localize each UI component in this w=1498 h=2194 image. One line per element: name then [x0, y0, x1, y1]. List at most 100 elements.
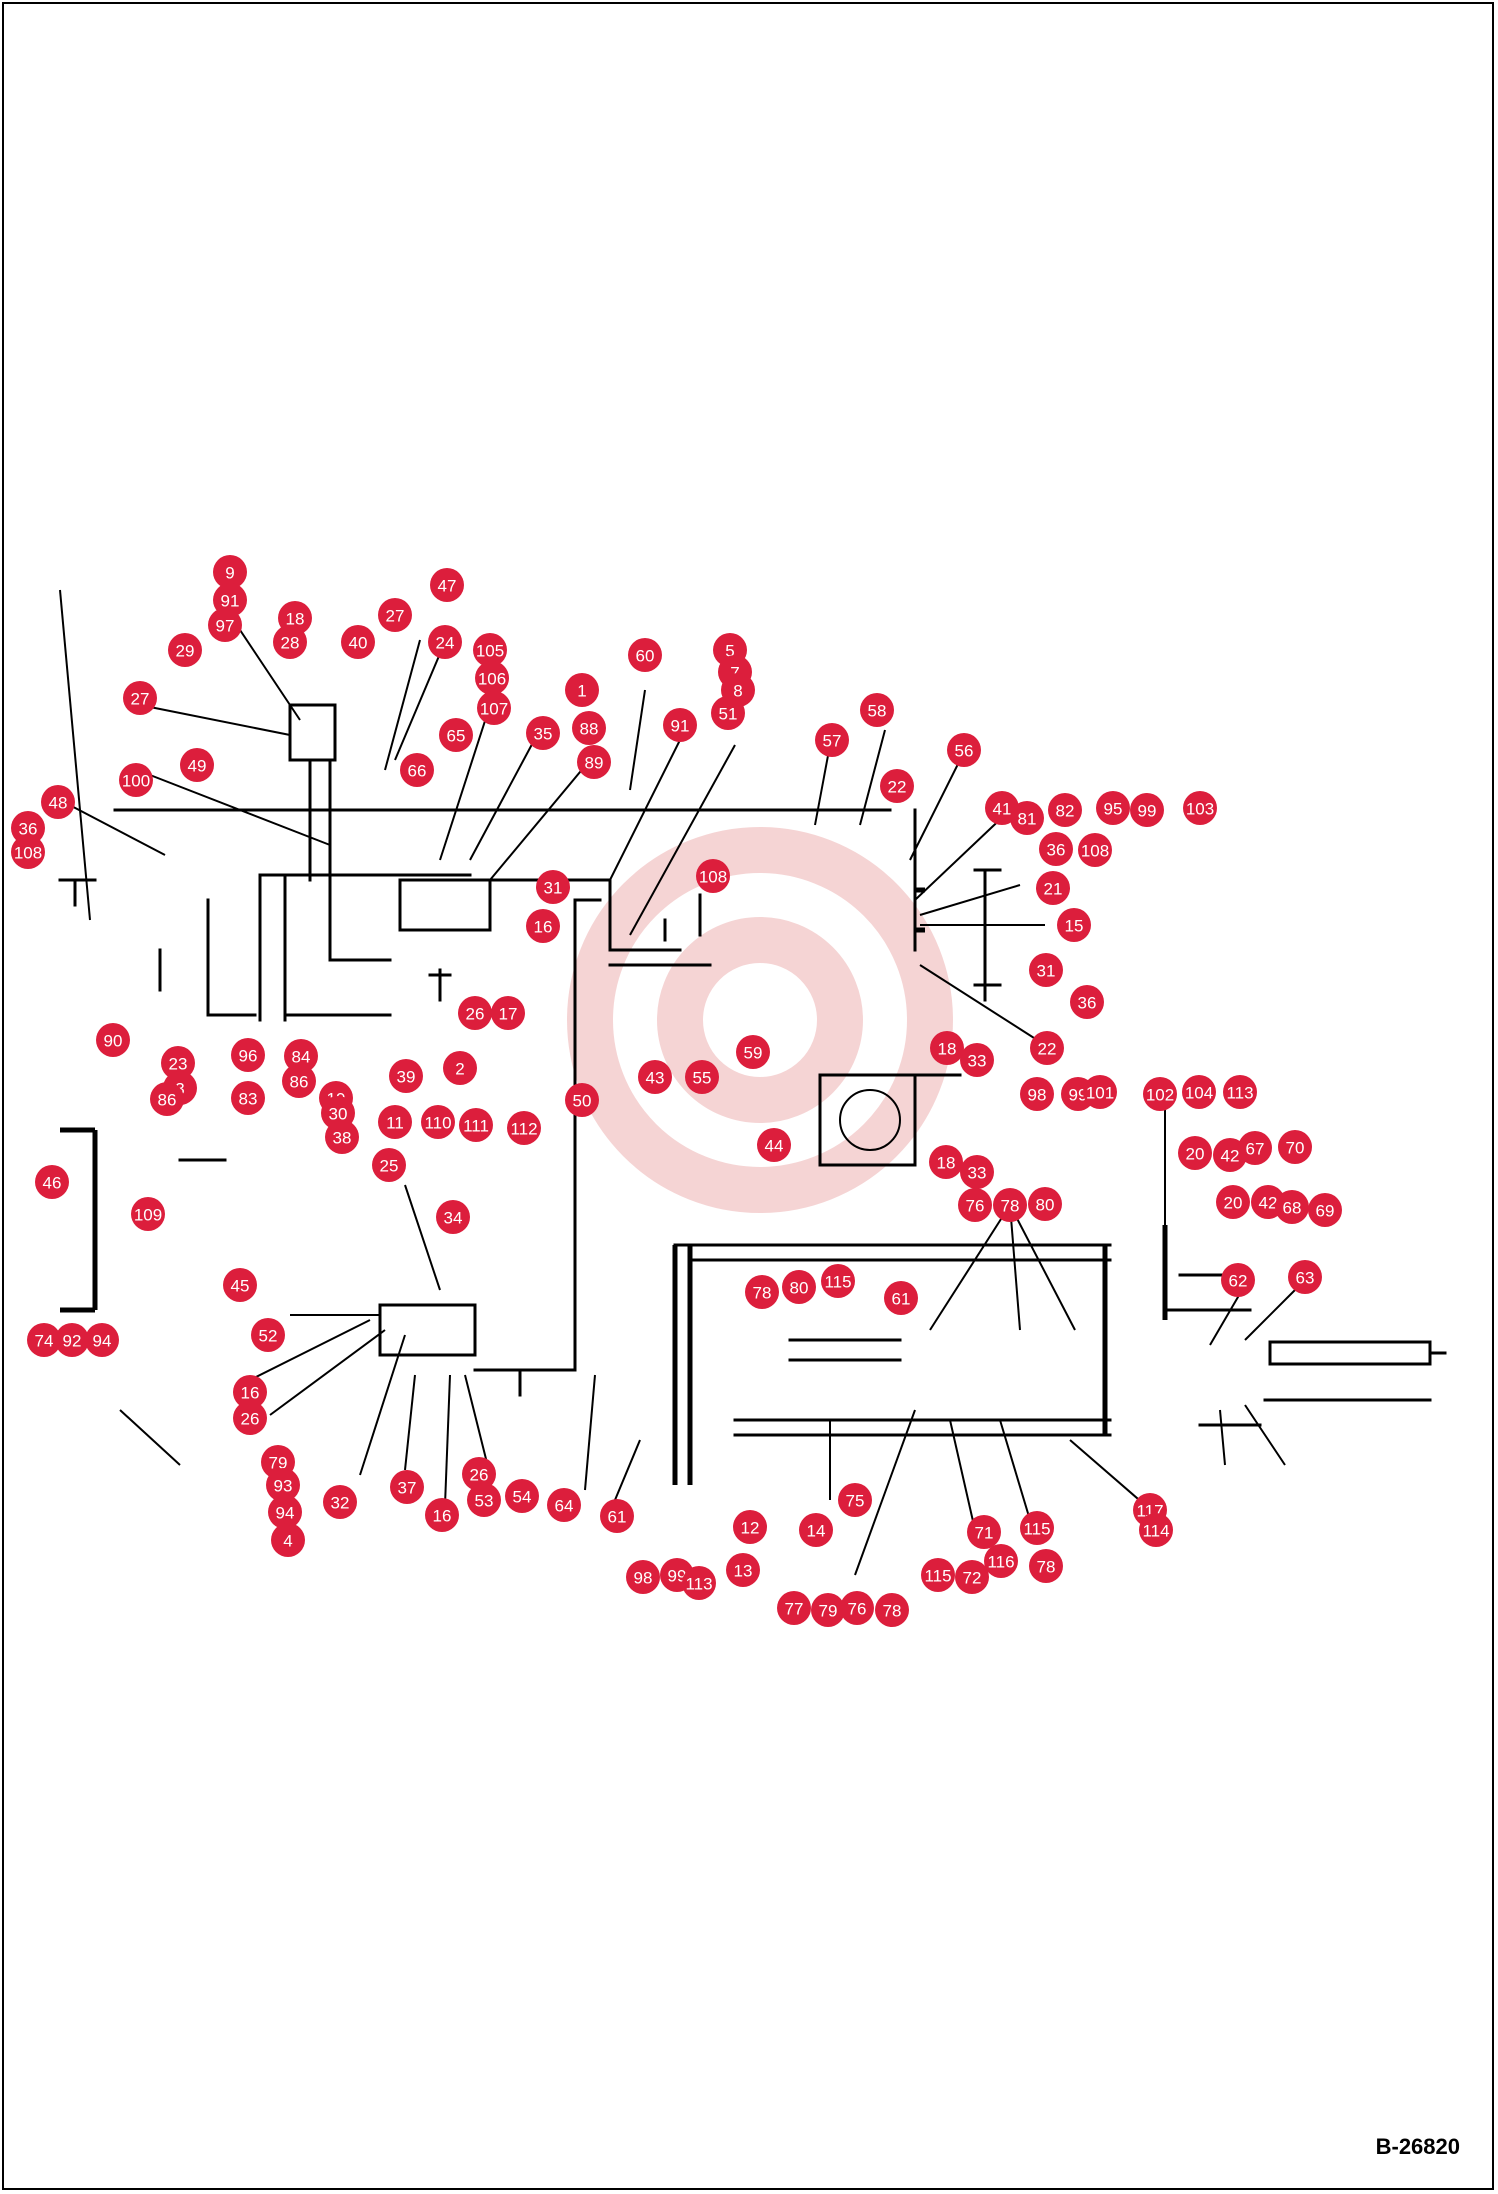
callout-29: 29	[168, 633, 202, 667]
callout-number: 36	[1078, 994, 1097, 1013]
callout-circle	[1010, 801, 1044, 835]
callout-109: 109	[131, 1197, 165, 1231]
callout-circle	[958, 1188, 992, 1222]
callout-circle	[372, 1148, 406, 1182]
callout-113: 113	[1223, 1075, 1257, 1109]
callout-number: 48	[49, 794, 68, 813]
callout-circle	[458, 996, 492, 1030]
callout-circle	[119, 763, 153, 797]
callout-number: 104	[1185, 1084, 1213, 1103]
callout-circle	[161, 1046, 195, 1080]
callout-59: 59	[736, 1035, 770, 1069]
callout-1: 1	[565, 673, 599, 707]
callout-25: 25	[372, 1148, 406, 1182]
callout-18: 18	[929, 1145, 963, 1179]
callout-number: 11	[386, 1114, 404, 1133]
callout-circle	[27, 1323, 61, 1357]
callout-92: 92	[55, 1323, 89, 1357]
callout-circle	[1028, 1187, 1062, 1221]
callout-number: 33	[968, 1052, 987, 1071]
callout-115: 115	[921, 1558, 955, 1592]
callout-67: 67	[1238, 1131, 1272, 1165]
callout-circle	[462, 1457, 496, 1491]
callout-47: 47	[430, 568, 464, 602]
callout-33: 33	[960, 1043, 994, 1077]
callout-number: 2	[455, 1060, 464, 1079]
callout-number: 71	[975, 1524, 994, 1543]
callout-number: 57	[823, 732, 842, 751]
callout-circle	[11, 811, 45, 845]
callout-number: 37	[398, 1479, 417, 1498]
callout-circle	[838, 1483, 872, 1517]
callout-108: 108	[11, 835, 45, 869]
callout-number: 66	[408, 762, 427, 781]
callout-35: 35	[526, 716, 560, 750]
callout-91: 91	[663, 708, 697, 742]
callout-69: 69	[1308, 1193, 1342, 1227]
callout-number: 44	[765, 1137, 784, 1156]
callout-number: 13	[734, 1562, 753, 1581]
callout-circle	[1083, 1075, 1117, 1109]
callout-circle	[628, 638, 662, 672]
callout-34: 34	[436, 1200, 470, 1234]
callout-58: 58	[860, 693, 894, 727]
callout-115: 115	[1020, 1511, 1054, 1545]
callout-number: 51	[719, 705, 738, 724]
callout-circle	[600, 1499, 634, 1533]
callout-17: 17	[491, 996, 525, 1030]
callout-number: 105	[476, 642, 504, 661]
callout-116: 116	[984, 1544, 1018, 1578]
callout-74: 74	[27, 1323, 61, 1357]
callout-number: 75	[846, 1492, 865, 1511]
callout-78: 78	[745, 1275, 779, 1309]
callout-number: 16	[241, 1384, 260, 1403]
callout-number: 17	[499, 1005, 518, 1024]
callout-number: 1	[577, 682, 586, 701]
callout-94: 94	[268, 1495, 302, 1529]
callout-107: 107	[477, 691, 511, 725]
callout-number: 100	[122, 772, 150, 791]
callout-circle	[875, 1593, 909, 1627]
callout-circle	[993, 1188, 1027, 1222]
callout-circle	[231, 1081, 265, 1115]
callout-circle	[507, 1111, 541, 1145]
callout-16: 16	[425, 1498, 459, 1532]
callout-86: 86	[150, 1082, 184, 1116]
callout-number: 20	[1186, 1145, 1205, 1164]
callout-number: 94	[93, 1332, 112, 1351]
callout-number: 114	[1142, 1522, 1169, 1541]
callout-circle	[341, 625, 375, 659]
callout-61: 61	[600, 1499, 634, 1533]
callout-86: 86	[282, 1064, 316, 1098]
callout-circle	[1238, 1131, 1272, 1165]
callout-18: 18	[930, 1031, 964, 1065]
callout-97: 97	[208, 608, 242, 642]
callout-circle	[378, 598, 412, 632]
callout-number: 55	[693, 1069, 712, 1088]
callout-number: 90	[104, 1032, 123, 1051]
callout-circle	[11, 835, 45, 869]
callout-number: 77	[785, 1600, 804, 1619]
callout-number: 24	[436, 634, 455, 653]
callout-23: 23	[161, 1046, 195, 1080]
callout-number: 29	[176, 642, 195, 661]
callout-circle	[663, 708, 697, 742]
callout-circle	[1178, 1136, 1212, 1170]
callout-number: 9	[225, 564, 234, 583]
callout-108: 108	[696, 859, 730, 893]
callout-number: 25	[380, 1157, 399, 1176]
callout-62: 62	[1221, 1263, 1255, 1297]
callout-43: 43	[638, 1060, 672, 1094]
callout-number: 38	[333, 1129, 352, 1148]
callout-54: 54	[505, 1479, 539, 1513]
callout-94: 94	[85, 1323, 119, 1357]
callout-number: 52	[259, 1327, 278, 1346]
callout-22: 22	[880, 769, 914, 803]
callout-number: 107	[480, 700, 508, 719]
callout-4: 4	[271, 1523, 305, 1557]
callout-number: 39	[397, 1068, 416, 1087]
callout-number: 36	[19, 820, 38, 839]
callout-circle	[821, 1264, 855, 1298]
callout-number: 20	[1224, 1194, 1243, 1213]
